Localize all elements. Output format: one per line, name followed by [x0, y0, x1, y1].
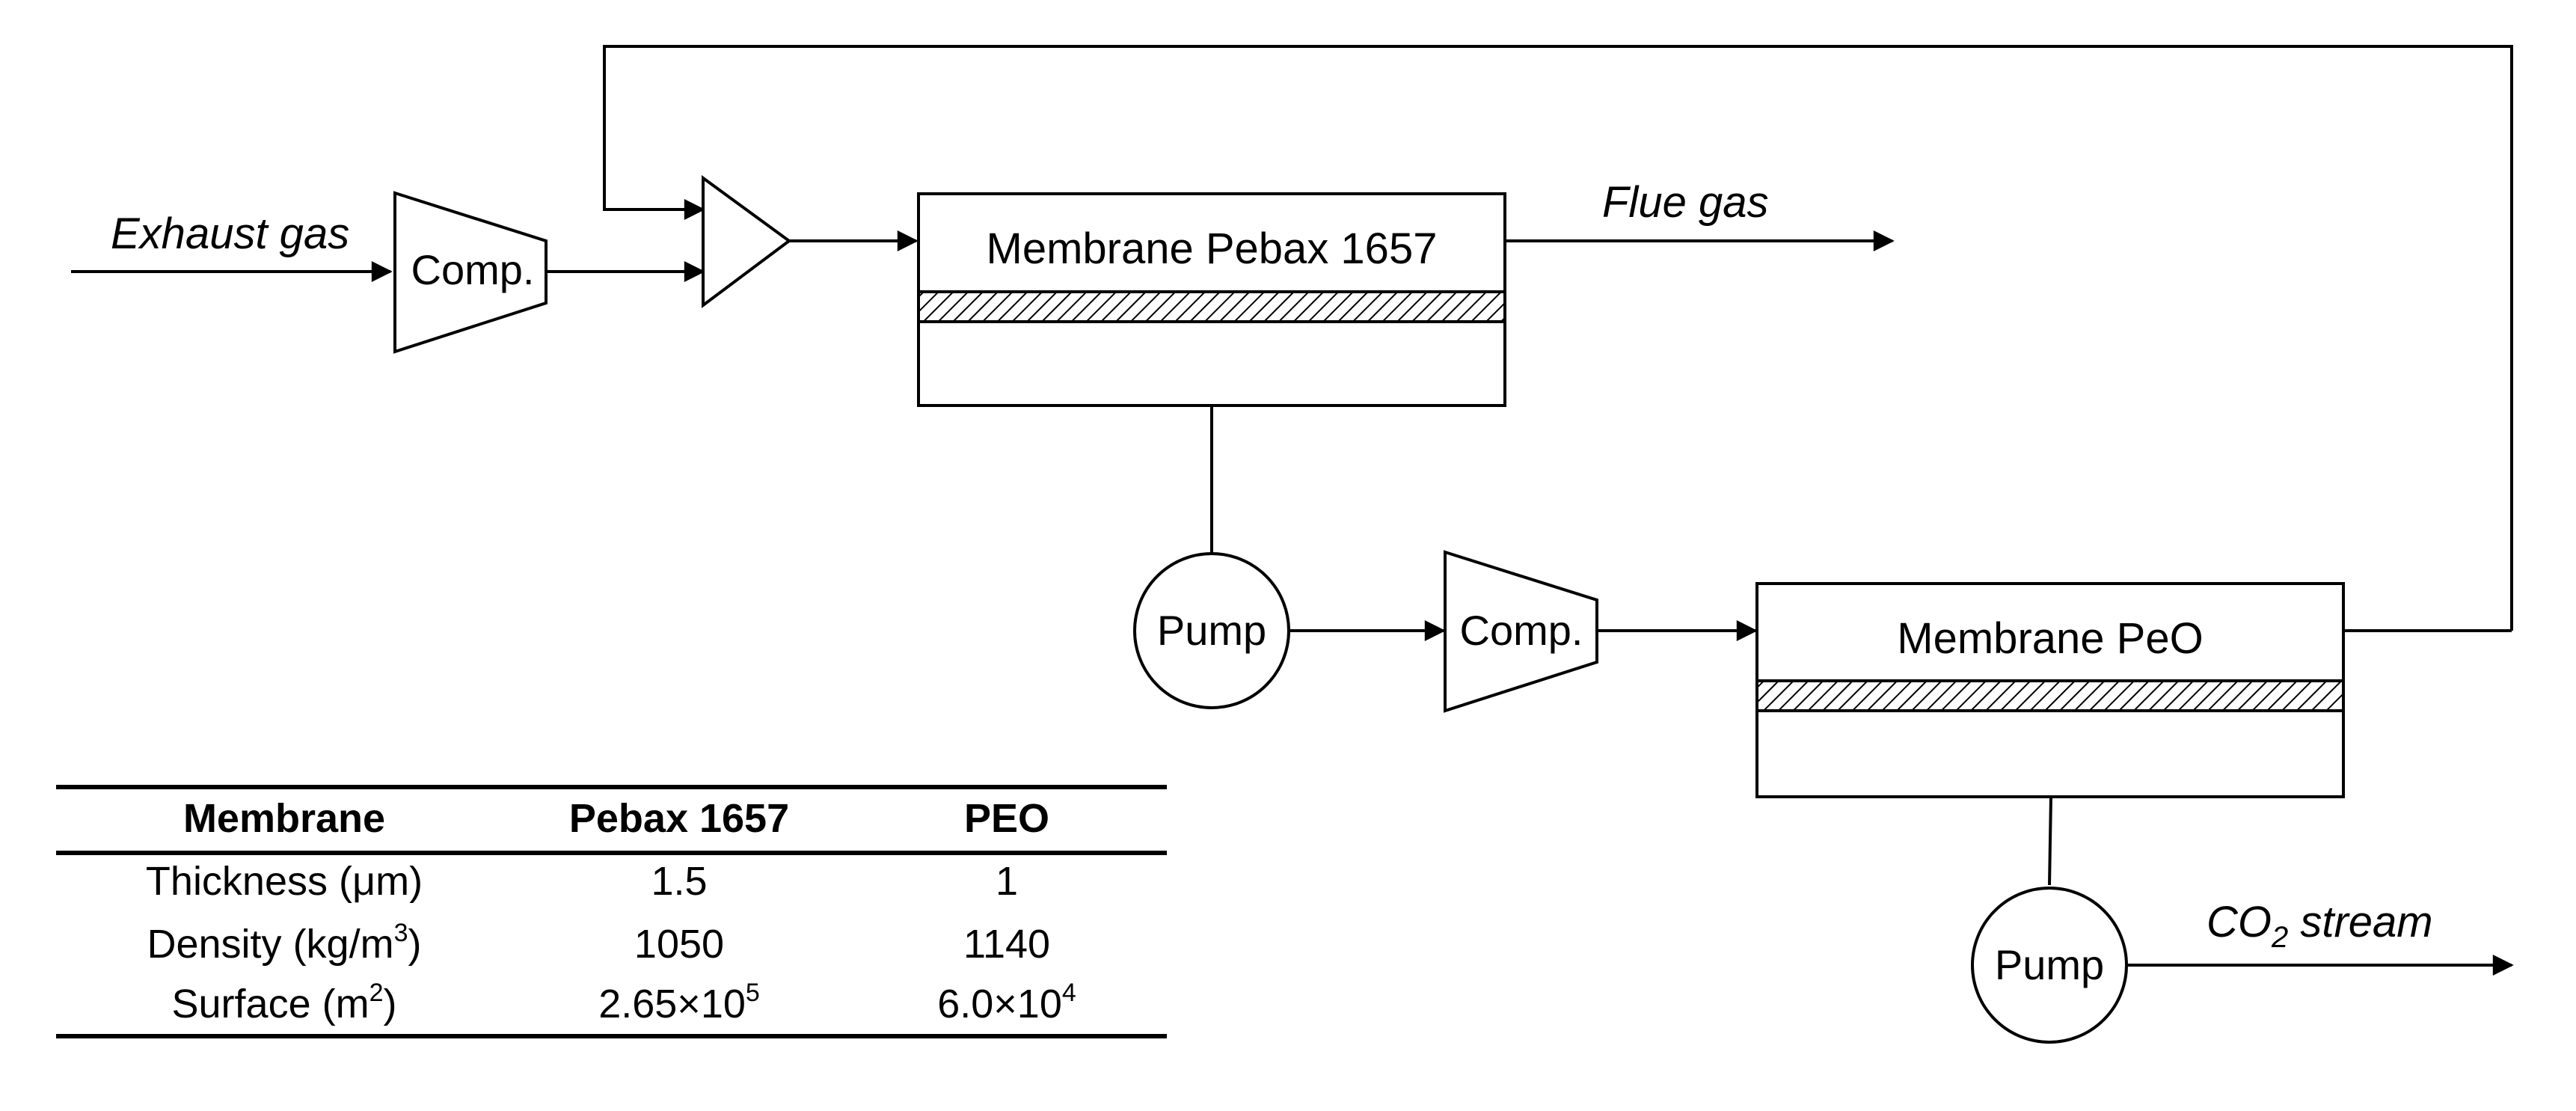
cell-base: 1140 — [963, 922, 1050, 967]
membrane-pebax-1657: Membrane Pebax 1657 — [917, 192, 1506, 407]
membrane-1-label: Membrane Pebax 1657 — [987, 224, 1438, 273]
table-row-label: Thickness (μm) — [146, 859, 423, 904]
cell-base: 6.0×10 — [937, 982, 1062, 1026]
cell-base: 1050 — [634, 922, 724, 967]
co2-subscript: 2 — [2271, 921, 2288, 954]
co2-prefix: CO — [2207, 898, 2272, 946]
mixer — [702, 175, 792, 308]
pump-1-label: Pump — [1157, 607, 1266, 654]
table-header-pebax: Pebax 1657 — [569, 796, 789, 841]
recycle-line — [603, 45, 2513, 631]
table-cell: 1.5 — [651, 859, 707, 904]
table-cell: 1140 — [963, 922, 1050, 967]
table-cell: 1 — [996, 859, 1018, 904]
compressor-2-label: Comp. — [1460, 607, 1583, 654]
pump-2-label: Pump — [1995, 941, 2104, 988]
row-label-text: Thickness (μm) — [146, 859, 423, 904]
table-row-label: Density (kg/m3) — [147, 919, 422, 967]
cell-base: 1 — [996, 859, 1018, 904]
membrane-peo: Membrane PeO — [1755, 582, 2345, 798]
row-label-text: Surface (m — [172, 982, 369, 1026]
membrane-2-label: Membrane PeO — [1897, 614, 2203, 663]
membrane-1-hatch — [917, 290, 1506, 323]
exhaust-gas-label: Exhaust gas — [111, 209, 349, 258]
membrane-2-hatch — [1755, 679, 2345, 712]
table-cell: 1050 — [634, 922, 724, 967]
row-label-text: Density (kg/m — [147, 922, 394, 967]
row-label-suffix: ) — [384, 982, 397, 1026]
membrane-properties-table: Membrane Pebax 1657 PEO Thickness (μm) 1… — [56, 785, 1167, 1038]
pump-1: Pump — [1133, 552, 1290, 709]
table-cell: 6.0×104 — [937, 979, 1076, 1026]
row-label-suffix: ) — [408, 922, 422, 967]
table-row-label: Surface (m2) — [172, 979, 397, 1026]
cell-base: 2.65×10 — [598, 982, 746, 1026]
flue-gas-label: Flue gas — [1602, 178, 1768, 227]
cell-sup: 4 — [1062, 979, 1076, 1007]
co2-stream-label: CO2 stream — [2207, 898, 2433, 954]
cell-sup: 5 — [746, 979, 760, 1007]
row-label-sup: 3 — [394, 919, 408, 947]
table-header-peo: PEO — [964, 796, 1049, 841]
table-header-membrane: Membrane — [183, 796, 385, 841]
row-label-sup: 2 — [369, 979, 384, 1007]
cell-base: 1.5 — [651, 859, 707, 904]
pump-2: Pump — [1971, 887, 2128, 1044]
compressor-2: Comp. — [1444, 550, 1598, 713]
table-cell: 2.65×105 — [598, 979, 760, 1026]
co2-suffix: stream — [2288, 898, 2432, 946]
membrane2-to-pump2-line — [2048, 796, 2052, 886]
compressor-1: Comp. — [393, 191, 548, 354]
compressor-1-label: Comp. — [411, 246, 535, 293]
